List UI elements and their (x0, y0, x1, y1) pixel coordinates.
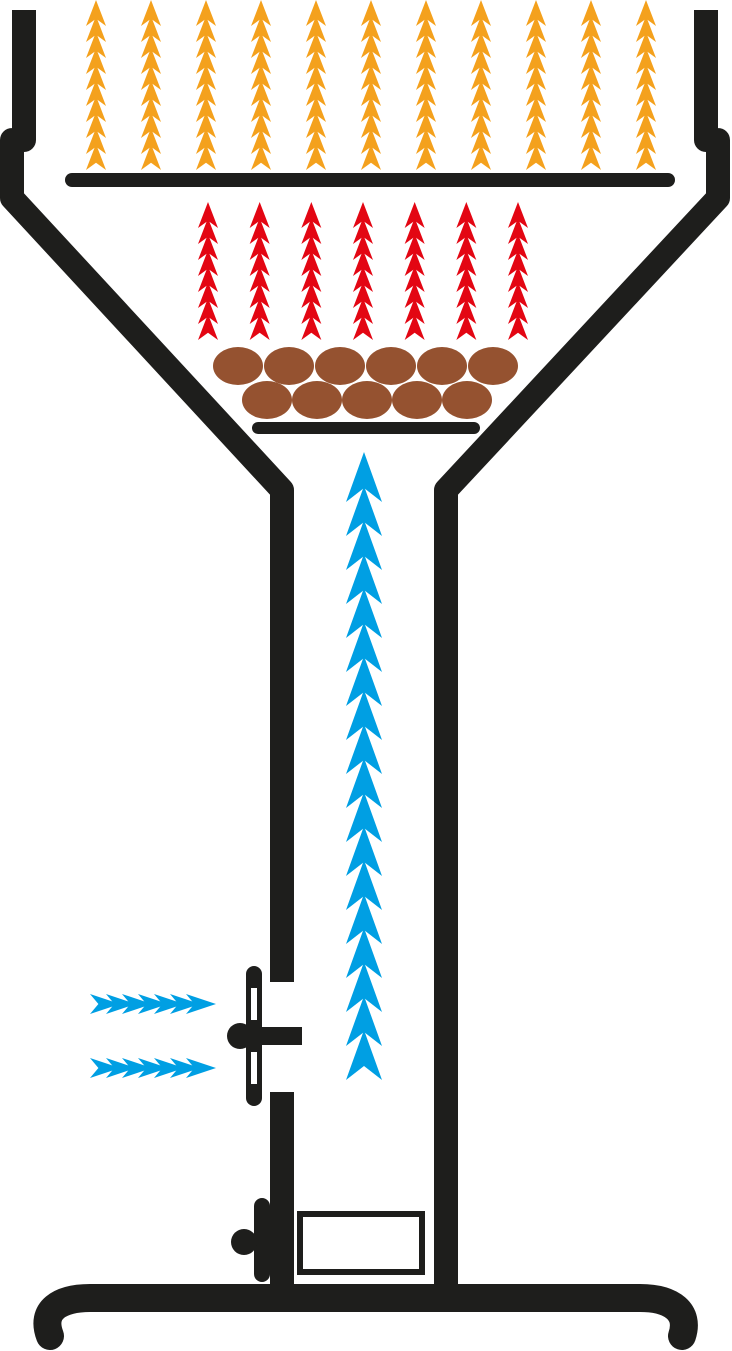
hot-air-arrow (526, 0, 546, 170)
coal-piece (264, 347, 314, 385)
air-intake-damper-icon (227, 966, 302, 1106)
coal-bed (213, 347, 518, 419)
ash-drawer-icon (231, 1198, 425, 1282)
hot-air-arrow (581, 0, 601, 170)
grill-body (0, 10, 730, 1290)
side-air-intake (90, 994, 216, 1078)
grill-base (33, 1284, 698, 1350)
coal-piece (315, 347, 365, 385)
heat-arrow (508, 202, 528, 340)
heat-arrow (353, 202, 373, 340)
hot-air-flow (86, 0, 656, 170)
heat-arrow (456, 202, 477, 340)
coal-piece (392, 381, 442, 419)
coal-piece (442, 381, 492, 419)
hot-air-arrow (471, 0, 491, 170)
hot-air-arrow (361, 0, 381, 170)
heat-arrow (301, 202, 322, 340)
heat-flow (198, 202, 528, 340)
coal-piece (242, 381, 292, 419)
bowl-left-wall (0, 10, 294, 1290)
coal-piece (468, 347, 518, 385)
coal-piece (417, 347, 467, 385)
coal-piece (366, 347, 416, 385)
hot-air-arrow (251, 0, 271, 170)
hot-air-arrow (306, 0, 326, 170)
heat-arrow (198, 202, 218, 340)
side-intake-arrow (90, 994, 216, 1014)
fresh-air-arrow (346, 452, 382, 1080)
heat-arrow (249, 202, 270, 340)
hot-air-arrow (86, 0, 106, 170)
coal-piece (213, 347, 263, 385)
fresh-air-flow (346, 452, 382, 1080)
heat-arrow (404, 202, 425, 340)
side-intake-arrow (90, 1058, 216, 1078)
hot-air-arrow (141, 0, 161, 170)
hot-air-arrow (416, 0, 436, 170)
bowl-right-wall (434, 10, 730, 1290)
coal-piece (292, 381, 342, 419)
hot-air-arrow (196, 0, 216, 170)
coal-piece (342, 381, 392, 419)
hot-air-arrow (636, 0, 656, 170)
